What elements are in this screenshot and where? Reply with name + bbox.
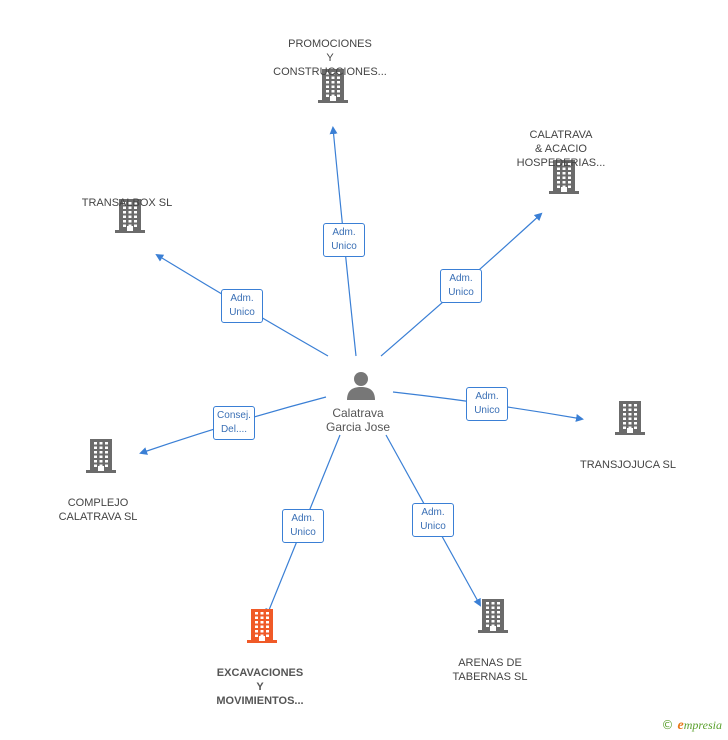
relation-label-line: Unico: [420, 521, 446, 532]
relation-label-line: Adm.: [332, 227, 356, 238]
relation-badge-promociones[interactable]: Adm. Unico: [323, 223, 365, 257]
company-label-line: TABERNAS SL: [452, 671, 528, 683]
relation-label-line: Unico: [448, 287, 474, 298]
copyright-symbol: ©: [661, 718, 674, 732]
relation-badge-complejo-calatrava[interactable]: Consej. Del....: [213, 406, 255, 440]
building-icon[interactable]: [549, 160, 579, 194]
company-label-complejo-calatrava[interactable]: COMPLEJO CALATRAVA SL: [59, 496, 138, 524]
center-name-line1: Calatrava: [332, 406, 384, 420]
center-person-name[interactable]: Calatrava Garcia Jose: [326, 406, 390, 434]
company-label-line: CALATRAVA: [529, 129, 593, 141]
building-icon[interactable]: [247, 609, 277, 643]
brand-initial: e: [677, 718, 684, 733]
relation-badge-calatrava-acacio[interactable]: Adm. Unico: [440, 269, 482, 303]
company-label-transjojuca[interactable]: TRANSJOJUCA SL: [580, 458, 676, 472]
company-label-line: Y: [256, 681, 264, 693]
relation-label-line: Adm.: [291, 513, 315, 524]
company-label-promociones[interactable]: PROMOCIONES Y CONSTRUCCIONES...: [273, 37, 387, 79]
company-label-line: ARENAS DE: [458, 657, 522, 669]
relation-badge-arenas-tabernas[interactable]: Adm. Unico: [412, 503, 454, 537]
building-icon[interactable]: [318, 69, 348, 103]
company-label-line: COMPLEJO: [67, 497, 129, 509]
company-label-line: CALATRAVA SL: [58, 511, 138, 523]
brand-name: mpresia: [683, 718, 722, 732]
company-label-line: TRANSALBOX SL: [81, 197, 173, 209]
company-label-line: MOVIMIENTOS...: [216, 695, 304, 707]
company-label-arenas-tabernas[interactable]: ARENAS DE TABERNAS SL: [453, 656, 528, 684]
building-icon[interactable]: [86, 439, 116, 473]
company-label-calatrava-acacio[interactable]: CALATRAVA & ACACIO HOSPEDERIAS...: [517, 128, 606, 170]
relation-label-line: Unico: [229, 307, 255, 318]
relation-label-line: Consej.: [217, 410, 251, 421]
relation-label-line: Del....: [220, 424, 248, 435]
center-name-line2: Garcia Jose: [325, 420, 391, 434]
relation-label-line: Unico: [474, 405, 500, 416]
building-icon[interactable]: [478, 599, 508, 633]
brand-footer: ©empresia: [662, 718, 722, 734]
relation-label-line: Adm.: [475, 391, 499, 402]
company-label-transalbox[interactable]: TRANSALBOX SL: [82, 196, 172, 210]
company-label-excavaciones[interactable]: EXCAVACIONES Y MOVIMIENTOS...: [216, 666, 303, 708]
relation-label-line: Adm.: [421, 507, 445, 518]
relation-label-line: Adm.: [230, 293, 254, 304]
company-label-line: TRANSJOJUCA SL: [580, 459, 676, 471]
company-label-line: PROMOCIONES: [288, 38, 372, 50]
company-label-line: CONSTRUCCIONES...: [273, 66, 387, 78]
building-icon[interactable]: [115, 199, 145, 233]
company-label-line: EXCAVACIONES: [216, 667, 304, 679]
relation-label-line: Adm.: [449, 273, 473, 284]
relation-label-line: Unico: [331, 241, 357, 252]
relation-badge-excavaciones[interactable]: Adm. Unico: [282, 509, 324, 543]
person-icon[interactable]: [346, 370, 376, 400]
relation-badge-transjojuca[interactable]: Adm. Unico: [466, 387, 508, 421]
building-icon[interactable]: [615, 401, 645, 435]
relation-label-line: Unico: [290, 527, 316, 538]
company-label-line: & ACACIO: [535, 143, 587, 155]
relation-badge-transalbox[interactable]: Adm. Unico: [221, 289, 263, 323]
company-label-line: HOSPEDERIAS...: [516, 157, 606, 169]
company-label-line: Y: [326, 52, 334, 64]
